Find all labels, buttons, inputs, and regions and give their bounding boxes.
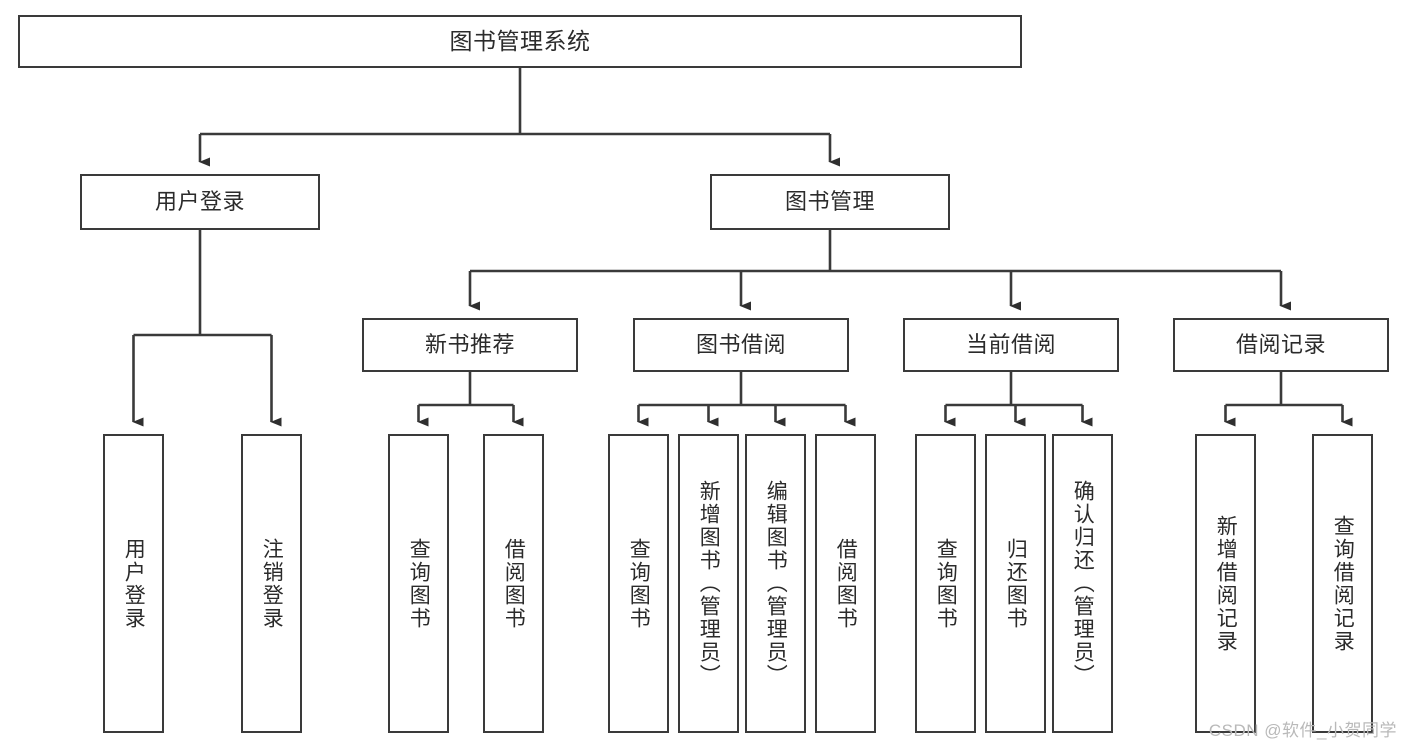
node-root[interactable]: 图书管理系统 (18, 15, 1022, 68)
node-leaf-add-book[interactable]: 新增图书（管理员） (678, 434, 739, 733)
node-label-leaf-confirm: 确认归还（管理员） (1071, 480, 1095, 687)
node-leaf-query-2[interactable]: 查询图书 (608, 434, 669, 733)
node-label-user-login: 用户登录 (154, 189, 245, 215)
node-label-leaf-edit-book: 编辑图书（管理员） (764, 480, 788, 687)
node-leaf-return[interactable]: 归还图书 (985, 434, 1046, 733)
node-label-new-book-rec: 新书推荐 (424, 332, 515, 358)
node-label-leaf-return: 归还图书 (1004, 537, 1028, 630)
node-label-book-manage: 图书管理 (784, 189, 875, 215)
node-label-leaf-borrow-2: 借阅图书 (834, 537, 858, 630)
node-book-manage[interactable]: 图书管理 (710, 174, 950, 230)
node-label-leaf-borrow-1: 借阅图书 (502, 537, 526, 630)
node-leaf-qry-record[interactable]: 查询借阅记录 (1312, 434, 1373, 733)
node-label-leaf-query-2: 查询图书 (627, 537, 651, 630)
node-leaf-query-1[interactable]: 查询图书 (388, 434, 449, 733)
node-leaf-borrow-2[interactable]: 借阅图书 (815, 434, 876, 733)
node-leaf-borrow-1[interactable]: 借阅图书 (483, 434, 544, 733)
node-current-borrow[interactable]: 当前借阅 (903, 318, 1119, 372)
node-leaf-edit-book[interactable]: 编辑图书（管理员） (745, 434, 806, 733)
node-leaf-query-3[interactable]: 查询图书 (915, 434, 976, 733)
node-user-login[interactable]: 用户登录 (80, 174, 320, 230)
node-label-leaf-user-login: 用户登录 (122, 537, 146, 630)
node-borrow-record[interactable]: 借阅记录 (1173, 318, 1389, 372)
node-label-book-borrow: 图书借阅 (695, 332, 786, 358)
node-label-leaf-qry-record: 查询借阅记录 (1331, 514, 1355, 653)
node-label-leaf-query-1: 查询图书 (407, 537, 431, 630)
node-label-leaf-query-3: 查询图书 (934, 537, 958, 630)
node-leaf-logout[interactable]: 注销登录 (241, 434, 302, 733)
node-label-leaf-add-book: 新增图书（管理员） (697, 480, 721, 687)
node-leaf-add-record[interactable]: 新增借阅记录 (1195, 434, 1256, 733)
node-label-root: 图书管理系统 (449, 27, 591, 54)
node-label-current-borrow: 当前借阅 (965, 332, 1056, 358)
node-leaf-confirm[interactable]: 确认归还（管理员） (1052, 434, 1113, 733)
node-leaf-user-login[interactable]: 用户登录 (103, 434, 164, 733)
node-label-borrow-record: 借阅记录 (1235, 332, 1326, 358)
node-label-leaf-logout: 注销登录 (260, 537, 284, 630)
node-new-book-rec[interactable]: 新书推荐 (362, 318, 578, 372)
node-label-leaf-add-record: 新增借阅记录 (1214, 514, 1238, 653)
node-book-borrow[interactable]: 图书借阅 (633, 318, 849, 372)
